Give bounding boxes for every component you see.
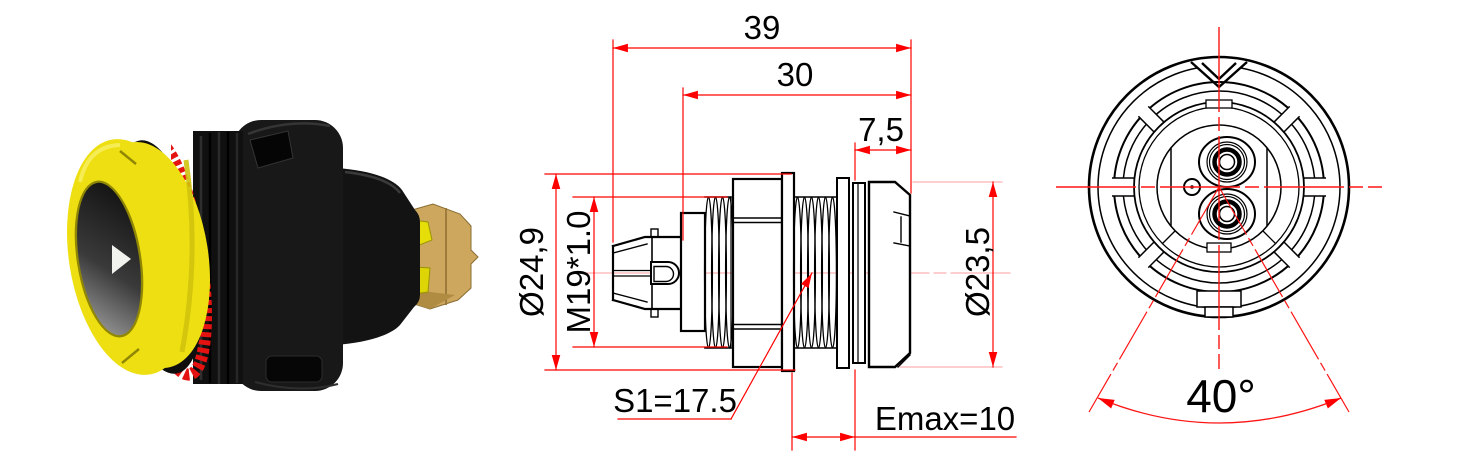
side-view: 39 30 7,5 Ø24,9 M19*1.0 Ø23,5 S1=17.5 Em… <box>513 9 1017 451</box>
rear-shroud <box>611 228 683 318</box>
insulator-block <box>679 211 707 333</box>
bayonet-slot-bottom <box>265 355 323 383</box>
washer <box>836 177 850 369</box>
front-view: 40° <box>1056 27 1382 424</box>
front-bezel-outline <box>867 180 912 369</box>
socket-contact-lower <box>1198 188 1256 240</box>
dim-text-body-length: 30 <box>777 56 814 93</box>
bayonet-housing-outline <box>731 177 784 369</box>
bayonet-slot-top <box>249 130 294 169</box>
dim-text-front-diameter: Ø23,5 <box>959 227 996 317</box>
bezel-groove-top <box>119 150 137 165</box>
angle-leg-right <box>1218 186 1350 413</box>
bayonet-collar <box>233 120 343 391</box>
orientation-triangle-marker <box>112 245 131 274</box>
dim-text-flange-diameter: Ø24,9 <box>513 227 550 317</box>
panel-thread <box>792 196 838 349</box>
connector-3d-view <box>66 120 479 391</box>
angle-arc <box>1097 397 1342 424</box>
dim-text-front-length: 7,5 <box>858 111 904 148</box>
side-dimensions <box>544 39 1017 451</box>
bezel-groove-bottom <box>121 348 140 364</box>
mounting-flange <box>780 171 796 373</box>
s1-leader <box>730 272 813 420</box>
bezel-bore <box>77 182 141 336</box>
angle-text: 40° <box>1186 370 1256 422</box>
panel-nut <box>852 182 866 364</box>
dim-text-total-length: 39 <box>744 9 781 46</box>
contact-pin <box>650 261 680 285</box>
rear-barrel <box>336 168 420 345</box>
angle-leg-left <box>1088 186 1220 413</box>
dim-text-wrench-size: S1=17.5 <box>613 382 737 419</box>
socket-contact-upper <box>1198 136 1256 188</box>
dim-text-panel-max: Emax=10 <box>875 400 1015 437</box>
dim-text-thread-spec: M19*1.0 <box>560 211 597 334</box>
front-view-dimensions <box>1056 27 1382 424</box>
front-bezel-yellow <box>66 139 210 375</box>
